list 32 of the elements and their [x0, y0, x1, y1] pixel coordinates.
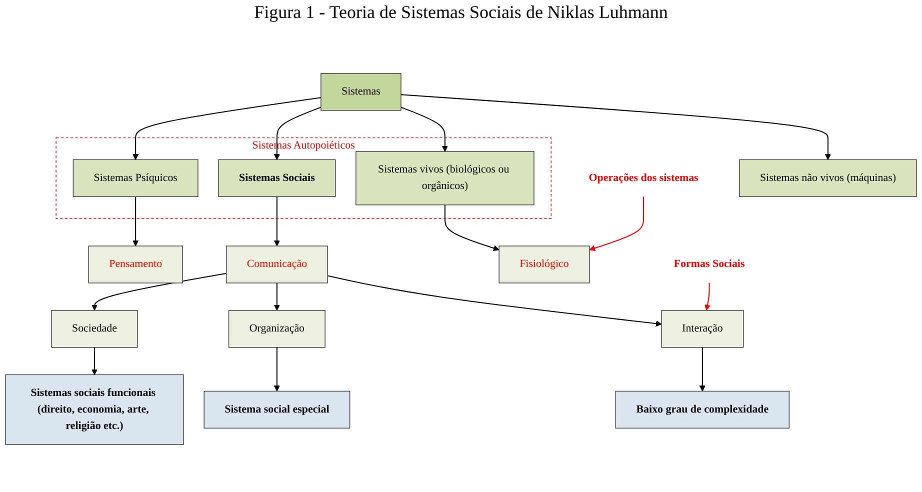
process-box: Sistemas vivos (biológicos ou orgânicos) [356, 151, 534, 206]
arrow [92, 347, 98, 375]
arrow [274, 347, 280, 392]
arrow [400, 94, 831, 160]
process-box: Sistema social especial [204, 390, 350, 428]
arrow [274, 196, 280, 246]
arrow [444, 204, 500, 252]
arrow [132, 97, 321, 160]
arrow [274, 282, 280, 311]
arrow [274, 106, 322, 160]
process-box: Organização [228, 310, 326, 348]
process-box: Comunicação [226, 246, 328, 284]
arrow [132, 196, 139, 246]
arrow [589, 196, 644, 252]
figure-title: Figura 1 - Teoria de Sistemas Sociais de Niklas Luhmann [253, 2, 669, 24]
process-box: Sistemas Psíquicos [72, 159, 198, 198]
process-box: Sistemas sociais funcionais (direito, economia, arte, religião etc.) [5, 374, 184, 445]
arrow [699, 347, 706, 392]
arrow [328, 275, 662, 327]
arrow [92, 272, 226, 311]
process-box: Pensamento [88, 246, 183, 284]
process-box: Baixo grau de complexidade [615, 390, 790, 428]
arrow [400, 106, 448, 152]
process-box: Fisiológico [498, 246, 590, 284]
arrow [704, 282, 710, 311]
side-label: Operações dos sistemas [588, 172, 698, 184]
process-box: Sistemas não vivos (máquinas) [739, 159, 917, 198]
side-label: Formas Sociais [674, 258, 745, 270]
process-box: Interação [661, 310, 744, 348]
process-box: Sociedade [51, 310, 138, 348]
process-box: Sistemas [320, 73, 402, 111]
process-box: Sistemas Sociais [218, 159, 336, 198]
